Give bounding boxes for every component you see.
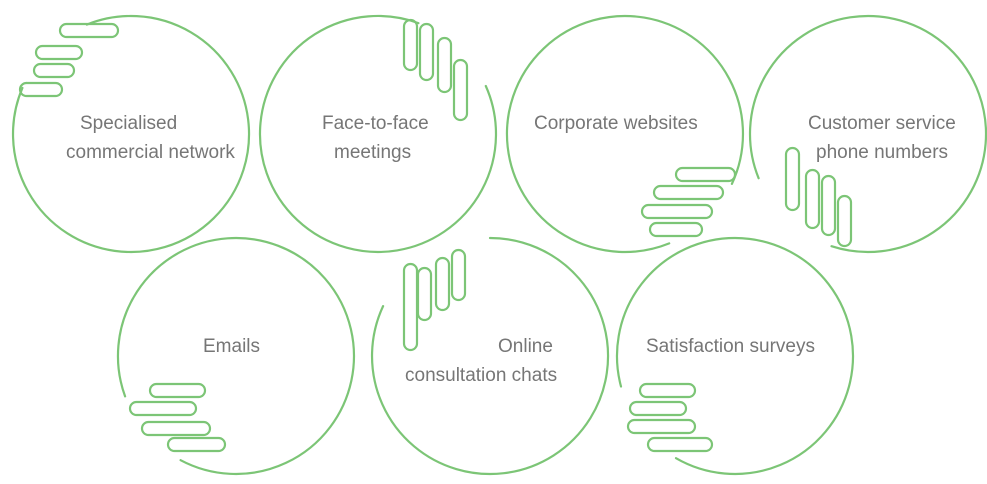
channel-label-3-line-1: Corporate websites	[534, 113, 698, 134]
finger-shape	[452, 58, 469, 122]
channel-circle-outline-3	[505, 14, 745, 254]
finger-shape	[820, 174, 837, 237]
channel-label-4: Customer service phone numbers	[808, 109, 956, 167]
finger-shape	[626, 418, 697, 435]
hand-fingers-bottom-left-icon	[128, 382, 227, 453]
hand-fingers-bottom-left-icon	[784, 146, 853, 248]
channel-label-2-line-1: Face-to-face	[322, 113, 429, 134]
channel-label-7-line-1: Satisfaction surveys	[646, 336, 815, 357]
finger-shape	[638, 382, 697, 399]
finger-shape	[148, 382, 207, 399]
hand-fingers-bottom-right-icon	[640, 166, 737, 238]
finger-shape	[674, 166, 737, 183]
channel-circle-outline-6	[370, 236, 610, 476]
channel-circle-5	[116, 236, 356, 476]
finger-shape	[436, 36, 453, 94]
hand-fingers-left-icon	[18, 22, 120, 98]
hand-fingers-top-icon	[402, 18, 469, 122]
channel-label-2: Face-to-face meetings	[322, 109, 429, 167]
finger-shape	[652, 184, 725, 201]
channel-circle-4	[748, 14, 987, 254]
channel-label-1-line-2: commercial network	[66, 142, 235, 163]
channel-label-6-line-2: consultation chats	[405, 365, 558, 386]
channel-label-5-line-1: Emails	[203, 336, 261, 357]
channel-circle-2	[258, 14, 498, 254]
channel-circle-outline-2	[258, 14, 498, 254]
finger-shape	[402, 18, 419, 72]
channel-circle-outline-5	[116, 236, 356, 476]
channel-label-6-line-1: Online	[498, 336, 553, 357]
finger-shape	[402, 262, 419, 352]
channel-label-6: Online consultation chats	[405, 332, 557, 390]
finger-shape	[434, 256, 451, 312]
finger-shape	[18, 81, 64, 98]
channel-circle-6	[370, 236, 610, 476]
finger-shape	[784, 146, 801, 212]
finger-shape	[804, 168, 821, 230]
channel-label-5: Emails	[203, 332, 260, 361]
finger-shape	[34, 44, 84, 61]
finger-shape	[450, 248, 467, 302]
finger-shape	[128, 400, 198, 417]
finger-shape	[166, 436, 227, 453]
channel-label-1-line-1: Specialised	[80, 113, 178, 134]
channel-label-4-line-2: phone numbers	[816, 142, 949, 163]
channel-circle-outline-1	[11, 14, 251, 254]
finger-shape	[646, 436, 714, 453]
channel-label-7: Satisfaction surveys	[646, 332, 815, 361]
finger-shape	[32, 62, 76, 79]
finger-shape	[648, 221, 704, 238]
finger-shape	[836, 194, 853, 248]
channel-label-4-line-1: Customer service	[808, 113, 956, 134]
finger-shape	[640, 203, 714, 220]
finger-shape	[628, 400, 688, 417]
finger-shape	[58, 22, 120, 39]
hand-fingers-bottom-left-icon	[626, 382, 714, 453]
channel-label-3: Corporate websites	[534, 109, 698, 138]
channel-circle-7	[615, 236, 855, 476]
hand-fingers-top-left-icon	[402, 248, 467, 352]
finger-shape	[140, 420, 212, 437]
finger-shape	[416, 266, 433, 322]
channel-label-1: Specialised commercial network	[66, 109, 235, 167]
finger-shape	[418, 22, 435, 82]
channel-label-2-line-2: meetings	[334, 142, 412, 163]
channel-circle-1	[11, 14, 251, 254]
channel-circle-3	[505, 14, 745, 254]
channel-circle-outline-4	[748, 14, 987, 254]
channel-circle-outline-7	[615, 236, 855, 476]
